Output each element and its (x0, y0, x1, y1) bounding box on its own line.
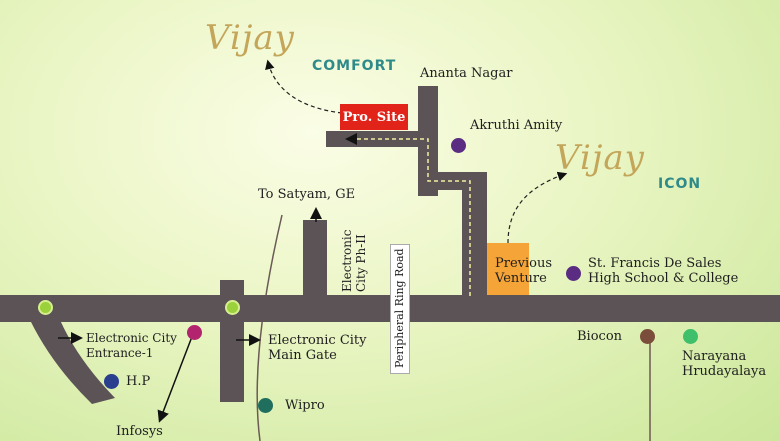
narayana-label: Narayana Hrudayalaya (682, 349, 767, 379)
vijay-comfort-logo: Vijay (205, 18, 295, 58)
vijay-icon-sub: ICON (658, 176, 702, 192)
previous-venture-label: Previous Venture (495, 256, 553, 286)
junction-dot (225, 300, 240, 315)
akruthi-amity-dot (451, 138, 466, 153)
st-francis-dot (566, 266, 581, 281)
akruthi-amity-label: Akruthi Amity (470, 118, 563, 133)
infosys-label: Infosys (116, 424, 163, 439)
hp-label: H.P (126, 374, 151, 389)
main-gate-road (220, 280, 244, 402)
link-road-vertical (462, 172, 487, 297)
previous-venture-marker[interactable] (487, 243, 529, 295)
biocon-label: Biocon (577, 329, 623, 344)
to-satyam-label: To Satyam, GE (258, 187, 356, 202)
vijay-comfort-sub: COMFORT (312, 58, 397, 74)
hp-dot (104, 374, 119, 389)
junction-dot (38, 300, 53, 315)
narayana-dot (683, 329, 698, 344)
electronic-city-main-gate-label: Electronic City Main Gate (268, 333, 367, 363)
icon-pointer (507, 171, 568, 244)
infosys-dot (187, 325, 202, 340)
electronic-city-entrance-label: Electronic City Entrance-1 (86, 331, 177, 360)
vijay-icon-logo: Vijay (555, 138, 645, 178)
peripheral-ring-road-label: Peripheral Ring Road (393, 248, 406, 368)
st-francis-label: St. Francis De Sales High School & Colle… (588, 256, 739, 286)
wipro-dot (258, 398, 273, 413)
ananta-nagar-label: Ananta Nagar (420, 66, 513, 81)
route-dashed-line (345, 133, 471, 296)
infosys-arrow (157, 333, 194, 423)
entrance-road (30, 320, 115, 404)
biocon-dot (640, 329, 655, 344)
project-site-marker[interactable]: Pro. Site (340, 104, 408, 130)
electronic-city-ph2-label: Electronic City Ph-II (340, 229, 368, 293)
satyam-road (303, 220, 327, 297)
wipro-label: Wipro (285, 398, 325, 413)
ring-road-marker (390, 244, 410, 374)
comfort-pointer (265, 59, 343, 114)
